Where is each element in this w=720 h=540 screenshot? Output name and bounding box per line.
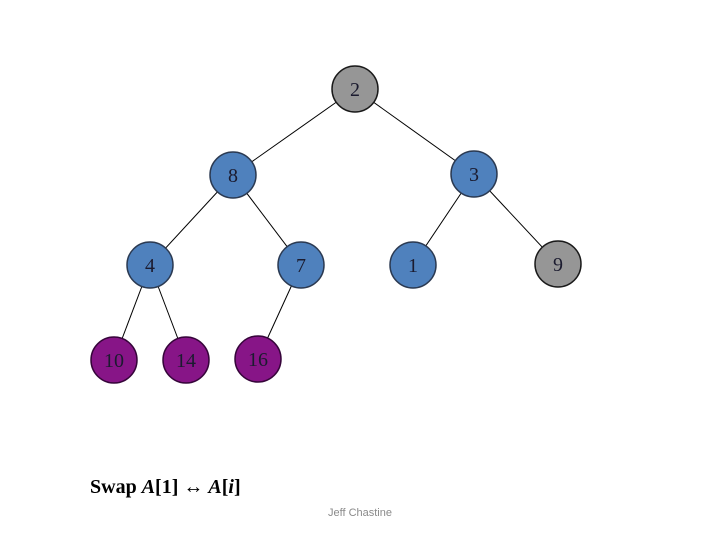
swap-caption-segment: [ <box>221 476 229 498</box>
tree-node-label-3: 3 <box>469 164 479 186</box>
swap-caption-segment: A <box>141 476 156 498</box>
tree-node-label-8: 8 <box>228 165 238 187</box>
tree-edge-n2-n8 <box>232 88 356 176</box>
tree-node-9 <box>534 240 582 288</box>
tree-node-1 <box>389 241 437 289</box>
tree-node-3 <box>450 150 498 198</box>
tree-node-label-1: 1 <box>408 255 418 277</box>
swap-caption-segment: Swap <box>90 476 142 498</box>
tree-node-14 <box>162 336 210 384</box>
swap-caption-segment: [1] <box>155 476 184 498</box>
tree-node-2 <box>331 65 379 113</box>
tree-node-10 <box>90 336 138 384</box>
tree-node-7 <box>277 241 325 289</box>
tree-node-label-7: 7 <box>296 255 306 277</box>
tree-node-label-10: 10 <box>104 350 124 372</box>
author-credit: Jeff Chastine <box>327 507 392 519</box>
swap-caption: Swap A[1] ↔ A[i] <box>90 476 241 499</box>
tree-node-label-4: 4 <box>145 255 155 277</box>
tree-node-label-16: 16 <box>248 349 268 371</box>
tree-node-8 <box>209 151 257 199</box>
swap-caption-segment: A <box>208 476 222 498</box>
tree-node-label-14: 14 <box>176 350 196 372</box>
tree-node-4 <box>126 241 174 289</box>
tree-edge-n2-n3 <box>354 88 475 175</box>
tree-node-16 <box>234 335 282 383</box>
swap-caption-segment: i <box>228 476 234 498</box>
swap-caption-segment: ] <box>233 476 241 498</box>
tree-node-label-2: 2 <box>350 79 360 101</box>
swap-caption-segment: ↔ <box>183 476 209 498</box>
tree-node-label-9: 9 <box>553 254 563 276</box>
